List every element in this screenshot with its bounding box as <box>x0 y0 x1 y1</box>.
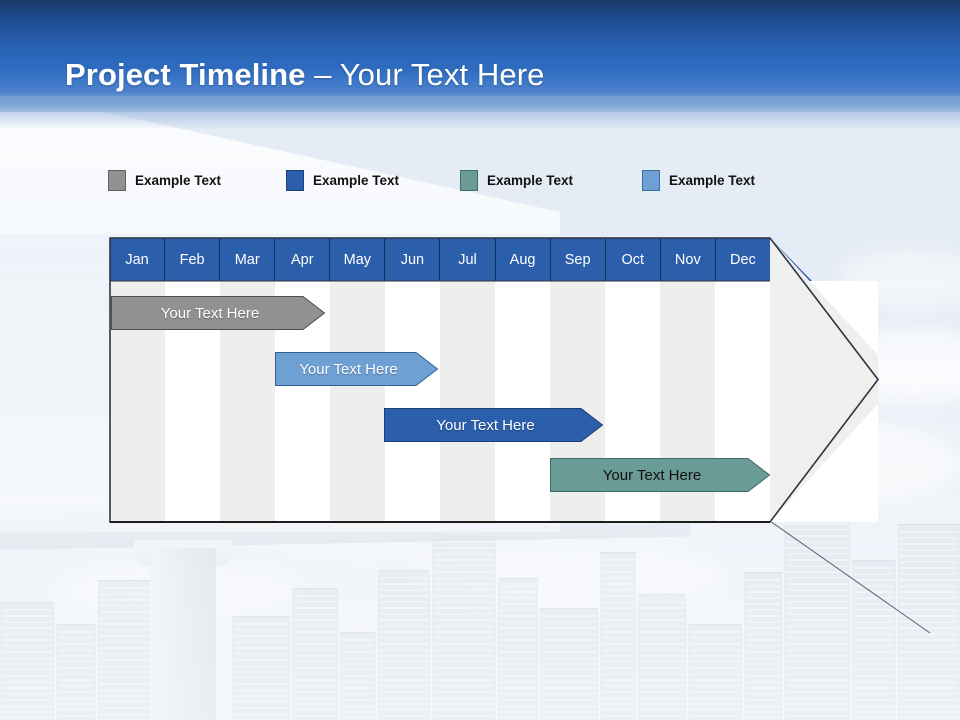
timeline-bar-label: Your Text Here <box>602 466 702 484</box>
month-header-cell-may[interactable]: May <box>330 238 386 281</box>
legend-item-label: Example Text <box>313 172 400 188</box>
month-header-cell-jun[interactable]: Jun <box>385 238 441 281</box>
month-header-cell-aug[interactable]: Aug <box>495 238 551 281</box>
month-header-cell-apr[interactable]: Apr <box>275 238 331 281</box>
legend-swatch-icon <box>460 169 478 191</box>
legend-item-2[interactable]: Example Text <box>286 168 399 192</box>
timeline-bar-label: Your Text Here <box>160 304 260 322</box>
month-header-cell-mar[interactable]: Mar <box>220 238 276 281</box>
month-header-cell-dec[interactable]: Dec <box>715 238 770 281</box>
legend-swatch-icon <box>108 169 126 191</box>
legend-item-1[interactable]: Example Text <box>108 168 221 192</box>
legend: Example Text Example Text Example Text Exam… <box>108 168 828 196</box>
legend-swatch-icon <box>642 169 660 191</box>
month-header-cell-nov[interactable]: Nov <box>660 238 716 281</box>
grid-column-aug <box>495 281 550 522</box>
page-title: Project Timeline – Your Text Here <box>65 57 544 93</box>
legend-swatch-icon <box>286 169 304 191</box>
month-header-cell-jul[interactable]: Jul <box>440 238 496 281</box>
legend-item-label: Example Text <box>135 172 222 188</box>
timeline-bar-4[interactable]: Your Text Here <box>550 458 770 492</box>
page-title-light: – Your Text Here <box>305 57 545 92</box>
month-header-cell-sep[interactable]: Sep <box>550 238 606 281</box>
month-header-cell-oct[interactable]: Oct <box>605 238 661 281</box>
grid-column-jun <box>385 281 440 522</box>
timeline-bar-1[interactable]: Your Text Here <box>111 296 325 330</box>
legend-item-label: Example Text <box>487 172 574 188</box>
grid-column-jul <box>440 281 495 522</box>
timeline-bar-label: Your Text Here <box>436 416 535 434</box>
timeline-bar-label: Your Text Here <box>299 360 398 378</box>
timeline-bar-3[interactable]: Your Text Here <box>384 408 603 442</box>
legend-item-3[interactable]: Example Text <box>460 168 573 192</box>
header-gradient-fade <box>0 96 960 130</box>
legend-item-label: Example Text <box>669 172 756 188</box>
slide-header-band <box>0 0 960 112</box>
month-header-cell-jan[interactable]: Jan <box>110 238 166 281</box>
legend-item-4[interactable]: Example Text <box>642 168 755 192</box>
month-header-cell-feb[interactable]: Feb <box>165 238 221 281</box>
page-title-strong: Project Timeline <box>65 57 306 92</box>
grid-column-may <box>330 281 385 522</box>
timeline-bar-2[interactable]: Your Text Here <box>275 352 438 386</box>
